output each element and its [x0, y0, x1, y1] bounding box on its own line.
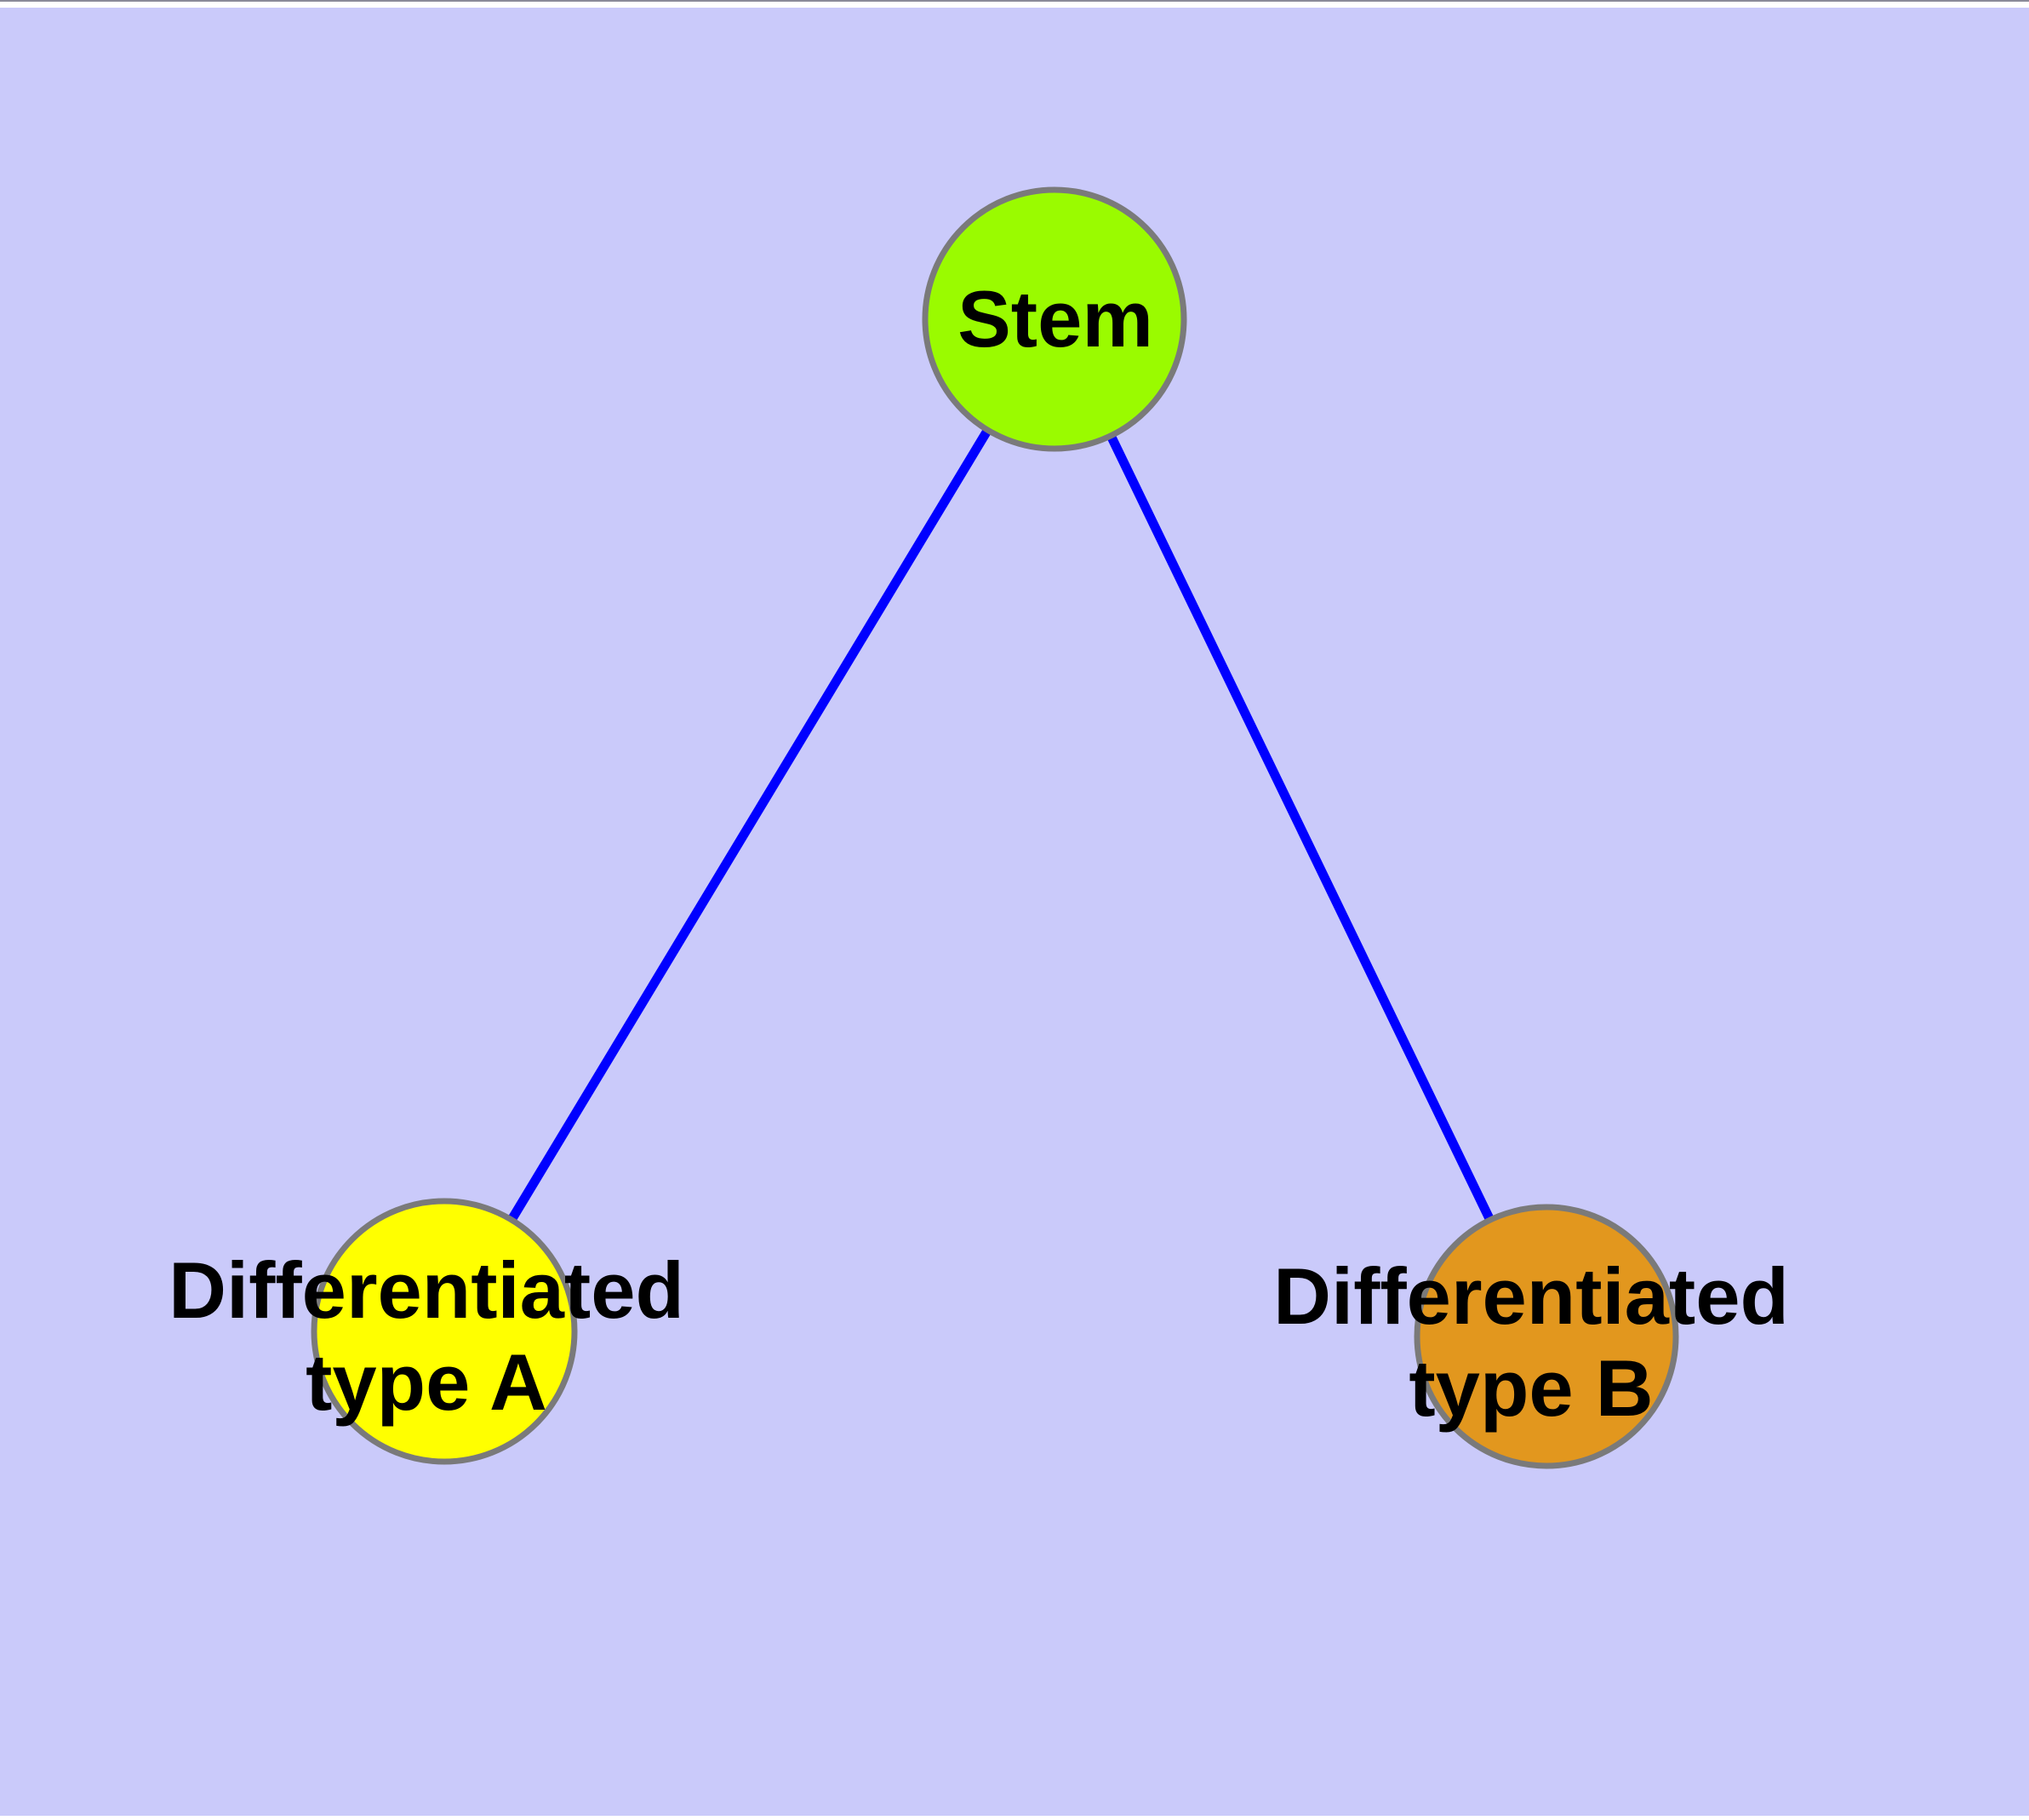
- node-stem: [922, 186, 1187, 452]
- node-type-b-label-line-1: Differentiated: [1273, 1251, 1789, 1341]
- node-differentiated-type-b: [1414, 1204, 1679, 1469]
- top-edge-line: [0, 0, 2029, 2]
- node-stem-label: Stem: [957, 274, 1153, 363]
- bottom-edge-strip: [0, 1816, 2029, 1820]
- node-differentiated-type-a: [311, 1198, 578, 1465]
- top-edge-strip: [0, 0, 2029, 8]
- node-type-a-label-line-1: Differentiated: [169, 1245, 684, 1335]
- edge-stem-to-type-b: [1050, 317, 1551, 1339]
- node-type-a-label-line-2: type A: [306, 1337, 547, 1427]
- edge-stem-to-type-a: [440, 317, 1059, 1334]
- node-type-b-label-line-2: type B: [1409, 1343, 1653, 1433]
